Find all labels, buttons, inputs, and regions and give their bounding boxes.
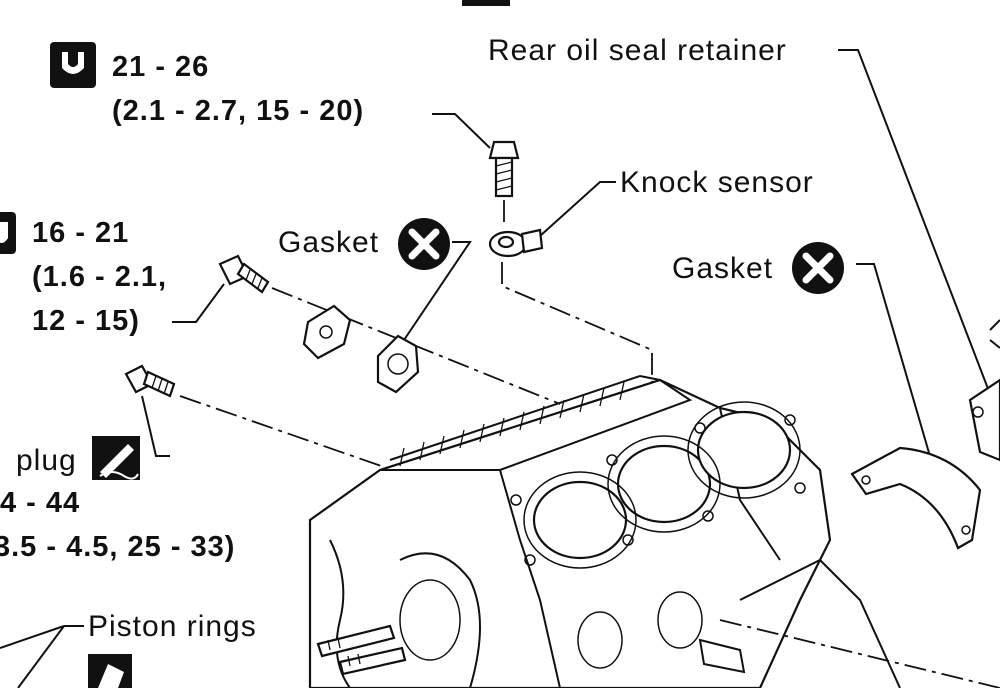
- block-edge: [739, 558, 901, 688]
- knock-sensor-label: Knock sensor: [620, 166, 814, 199]
- leader-line: [539, 181, 616, 237]
- leader-line: [172, 283, 225, 323]
- bolt-part: [124, 364, 176, 398]
- cylinder-block-part: [308, 375, 832, 688]
- do-not-reuse-x-icon: [792, 242, 844, 294]
- knock-sensor-part: [488, 228, 544, 258]
- torque-spec-1-line2: (2.1 - 2.7, 15 - 20): [112, 95, 364, 127]
- torque-wrench-icon: [0, 212, 16, 254]
- assembly-line: [719, 619, 1000, 688]
- bolt-part: [218, 254, 270, 294]
- gasket-plate-part: [302, 304, 352, 360]
- torque-spec-3-line2: 3.5 - 4.5, 25 - 33): [0, 531, 235, 563]
- knock-sensor-gasket-part: [376, 334, 420, 394]
- gasket-hole: [319, 325, 333, 339]
- leader-line: [856, 263, 935, 471]
- gasket-label-1: Gasket: [278, 226, 379, 259]
- rear-oil-seal-retainer-gasket-part: [850, 446, 982, 550]
- leader-line: [141, 395, 170, 457]
- assembly-line: [179, 395, 411, 477]
- rear-oil-seal-retainer-label: Rear oil seal retainer: [488, 34, 787, 67]
- engine-oil-icon: [88, 654, 132, 688]
- leader-line: [432, 113, 491, 149]
- do-not-reuse-x-icon: [398, 218, 450, 270]
- rear-oil-seal-retainer-part: [968, 319, 1000, 462]
- torque-spec-2-line1: 16 - 21: [32, 217, 129, 249]
- torque-spec-3-line1: 4 - 44: [0, 487, 80, 519]
- liquid-sealant-icon: [92, 436, 140, 480]
- plug-label: plug: [16, 444, 77, 477]
- leader-line: [403, 241, 472, 341]
- torque-spec-2-line2: (1.6 - 2.1,: [32, 261, 167, 293]
- stud-part: [316, 624, 407, 676]
- leader-line: [0, 625, 84, 688]
- torque-wrench-icon: [50, 42, 96, 88]
- piston-rings-label: Piston rings: [88, 610, 257, 643]
- torque-wrench-icon: [462, 0, 510, 6]
- torque-spec-1-line1: 21 - 26: [112, 51, 209, 83]
- bolt-part: [488, 140, 520, 198]
- leader-line: [838, 49, 1000, 421]
- assembly-line: [501, 262, 653, 420]
- gasket-label-2: Gasket: [672, 252, 773, 285]
- torque-spec-2-line3: 12 - 15): [32, 305, 140, 337]
